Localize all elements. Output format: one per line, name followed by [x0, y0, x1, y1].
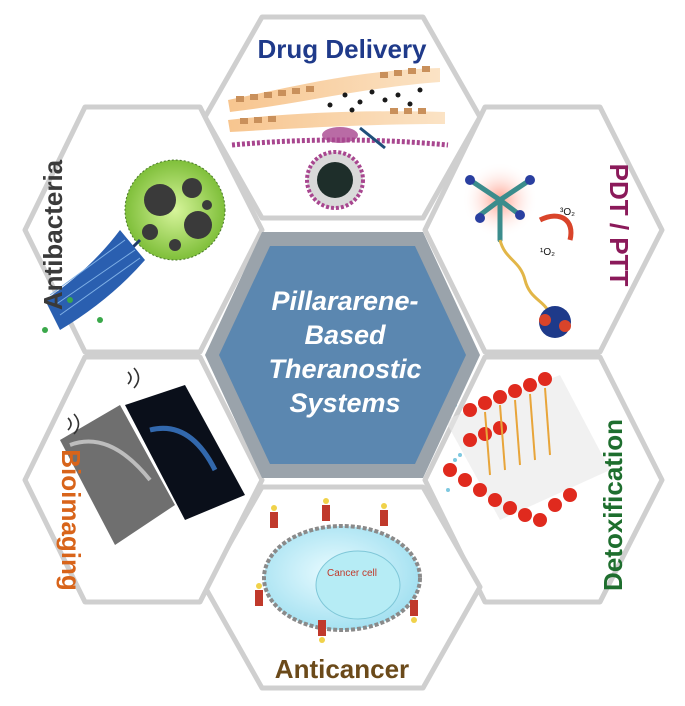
label-antibacteria: Antibacteria [38, 159, 68, 310]
center-hex-fill [219, 246, 466, 464]
segment-drug-delivery: Drug Delivery [202, 14, 483, 221]
cancer-cell-label: Cancer cell [327, 568, 377, 579]
segment-anticancer: Cancer cell Anticancer [202, 484, 483, 691]
singlet-oxygen-label: ¹O₂ [540, 247, 555, 258]
pdt-ptt-illustration: ³O₂ ¹O₂ [462, 162, 575, 338]
antibacteria-illustration [42, 159, 226, 333]
center-title-line-4: Systems [289, 388, 400, 418]
anticancer-illustration: Cancer cell [255, 498, 422, 643]
label-drug-delivery: Drug Delivery [257, 34, 427, 64]
segment-bioimaging: Bioimaging [22, 354, 265, 605]
label-detoxification: Detoxification [598, 419, 628, 591]
bioimaging-illustration [60, 367, 245, 550]
triplet-oxygen-label: ³O₂ [560, 207, 575, 218]
center-title-line-3: Theranostic [268, 354, 421, 384]
detoxification-illustration [443, 372, 610, 527]
segment-antibacteria: Antibacteria [22, 104, 265, 355]
center-title-line-1: Pillararene- [271, 286, 418, 316]
label-anticancer: Anticancer [275, 654, 409, 684]
label-bioimaging: Bioimaging [56, 449, 86, 591]
center-title-line-2: Based [304, 320, 386, 350]
center-hexagon: Pillararene- Based Theranostic Systems [205, 232, 480, 478]
drug-delivery-illustration [228, 66, 449, 210]
segment-pdt-ptt: ³O₂ ¹O₂ PDT / PTT [422, 104, 665, 355]
label-pdt-ptt: PDT / PTT [604, 164, 634, 287]
segment-detoxification: Detoxification [422, 354, 665, 605]
